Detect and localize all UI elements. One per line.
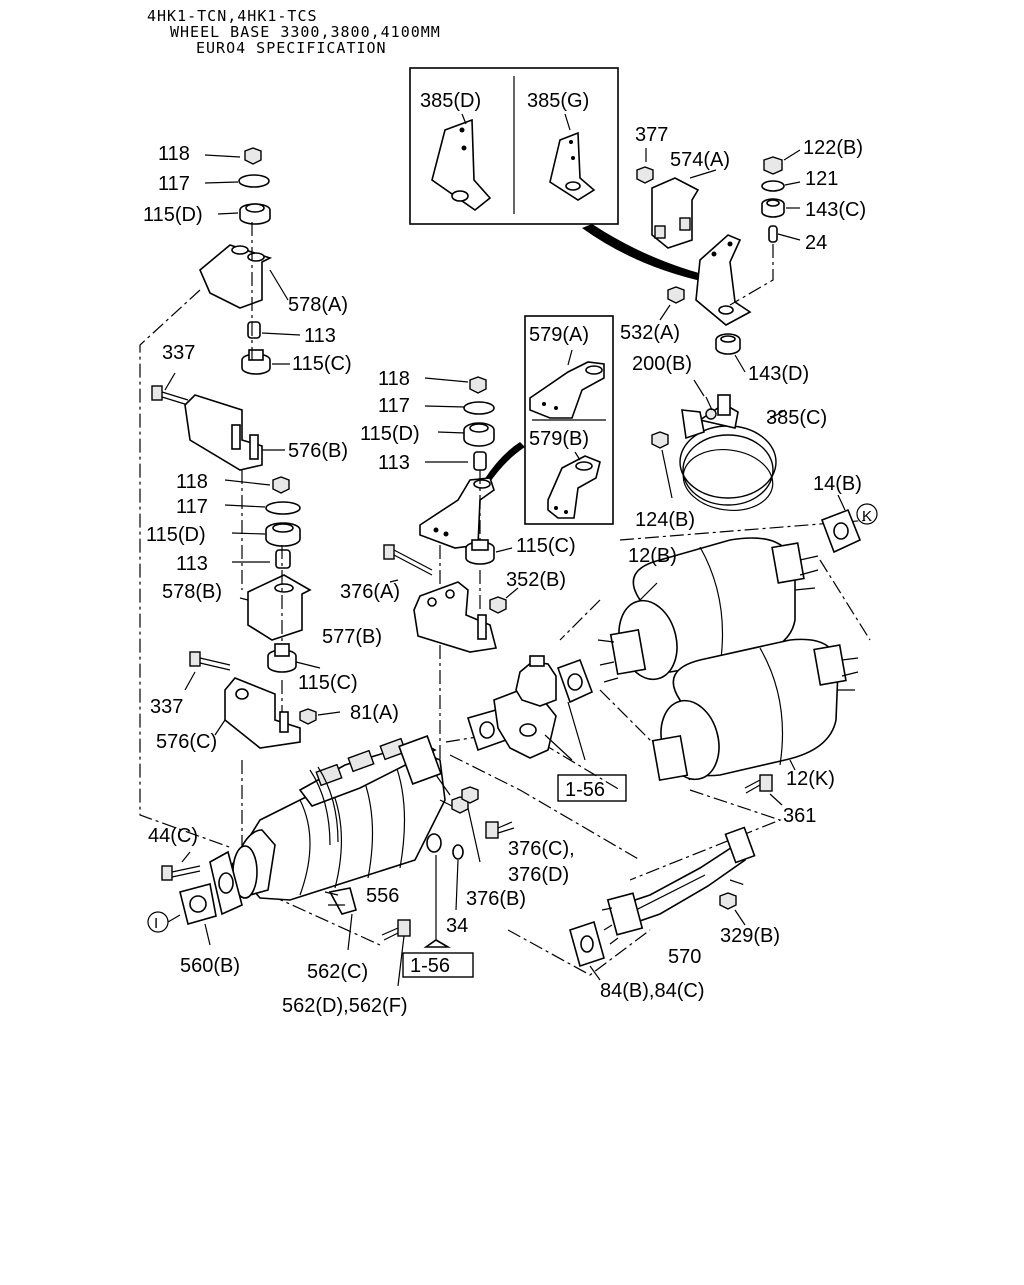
label-385G: 385(G)	[527, 90, 589, 112]
clamp-band-385C	[651, 379, 786, 511]
reference-callout-k-circle	[856, 503, 878, 525]
label-578A: 578(A)	[288, 294, 348, 316]
reference-box-1-56-upper	[557, 774, 627, 802]
label-81A: 81(A)	[350, 702, 399, 724]
gasket-14B	[820, 494, 862, 554]
label-115D-upper: 115(D)	[143, 204, 203, 226]
label-577B: 577(B)	[322, 626, 382, 648]
mount-stack-center	[383, 376, 519, 653]
label-113-upper: 113	[304, 325, 336, 347]
label-113-center: 113	[378, 452, 410, 474]
label-376D: 376(D)	[508, 864, 569, 886]
label-377: 377	[635, 124, 668, 146]
label-562C: 562(C)	[307, 961, 368, 983]
label-117-center: 117	[378, 395, 410, 417]
label-576C: 576(C)	[156, 731, 217, 753]
label-143C: 143(C)	[805, 199, 866, 221]
reference-callout-i: I	[154, 915, 158, 932]
reference-callout-k: K	[862, 508, 872, 525]
reference-box-1-56-lower	[402, 952, 474, 978]
exhaust-pipe-570	[601, 774, 783, 945]
valve-assembly	[466, 655, 594, 761]
label-84BC: 84(B),84(C)	[600, 980, 704, 1002]
label-578B: 578(B)	[162, 581, 222, 603]
reference-1-56-upper: 1-56	[565, 779, 605, 801]
label-12K: 12(K)	[786, 768, 835, 790]
label-352B: 352(B)	[506, 569, 566, 591]
hanger-574A-assembly	[636, 148, 801, 373]
label-121: 121	[805, 168, 838, 190]
label-376B: 376(B)	[466, 888, 526, 910]
label-329B: 329(B)	[720, 925, 780, 947]
label-579B: 579(B)	[529, 428, 589, 450]
part-labels: 118 117 115(D) 578(A) 113 337 115(C) 576…	[143, 90, 872, 1017]
label-118-center: 118	[378, 368, 410, 390]
label-24: 24	[805, 232, 827, 254]
label-574A: 574(A)	[670, 149, 730, 171]
label-579A: 579(A)	[529, 324, 589, 346]
dpf-unit-556	[231, 735, 461, 901]
label-115D-center: 115(D)	[360, 423, 420, 445]
label-115D-lower: 115(D)	[146, 524, 206, 546]
label-556: 556	[366, 885, 399, 907]
label-118-lower: 118	[176, 471, 208, 493]
label-361: 361	[783, 805, 816, 827]
reference-1-56-lower: 1-56	[410, 955, 450, 977]
label-532A: 532(A)	[620, 322, 680, 344]
label-560B: 560(B)	[180, 955, 240, 977]
mount-stack-upper-left	[151, 147, 301, 471]
label-12B: 12(B)	[628, 545, 677, 567]
header-model: 4HK1-TCN,4HK1-TCS	[147, 7, 318, 25]
label-118-upper: 118	[158, 143, 190, 165]
small-hardware-376-34	[423, 786, 515, 948]
label-14B: 14(B)	[813, 473, 862, 495]
label-385D: 385(D)	[420, 90, 481, 112]
label-570: 570	[668, 946, 701, 968]
inset-pointer-arrow-579	[484, 442, 525, 485]
muffler-12B	[597, 537, 819, 683]
label-143D: 143(D)	[748, 363, 809, 385]
label-122B: 122(B)	[803, 137, 863, 159]
label-44C: 44(C)	[148, 825, 198, 847]
inset-brackets-385	[409, 67, 619, 225]
label-124B: 124(B)	[635, 509, 695, 531]
label-337-upper: 337	[162, 342, 195, 364]
label-113-lower: 113	[176, 553, 208, 575]
label-117-upper: 117	[158, 173, 190, 195]
label-385C: 385(C)	[766, 407, 827, 429]
muffler-12K	[651, 638, 859, 782]
label-115C-center: 115(C)	[516, 535, 576, 557]
gasket-84	[569, 920, 605, 981]
label-562DF: 562(D),562(F)	[282, 995, 408, 1017]
label-115C-lower: 115(C)	[298, 672, 358, 694]
mount-stack-lower-left	[184, 476, 341, 749]
label-337-lower: 337	[150, 696, 183, 718]
inset-pointer-arrow-385	[582, 224, 720, 285]
label-200B: 200(B)	[632, 353, 692, 375]
lower-left-parts	[161, 850, 411, 987]
header-wheelbase: WHEEL BASE 3300,3800,4100MM	[170, 23, 441, 41]
label-115C-upper: 115(C)	[292, 353, 352, 375]
inset-brackets-579	[524, 315, 614, 525]
label-34: 34	[446, 915, 468, 937]
label-376C: 376(C),	[508, 838, 575, 860]
label-376A: 376(A)	[340, 581, 400, 603]
label-576B: 576(B)	[288, 440, 348, 462]
label-117-lower: 117	[176, 496, 208, 518]
header-specification: EURO4 SPECIFICATION	[196, 39, 387, 57]
